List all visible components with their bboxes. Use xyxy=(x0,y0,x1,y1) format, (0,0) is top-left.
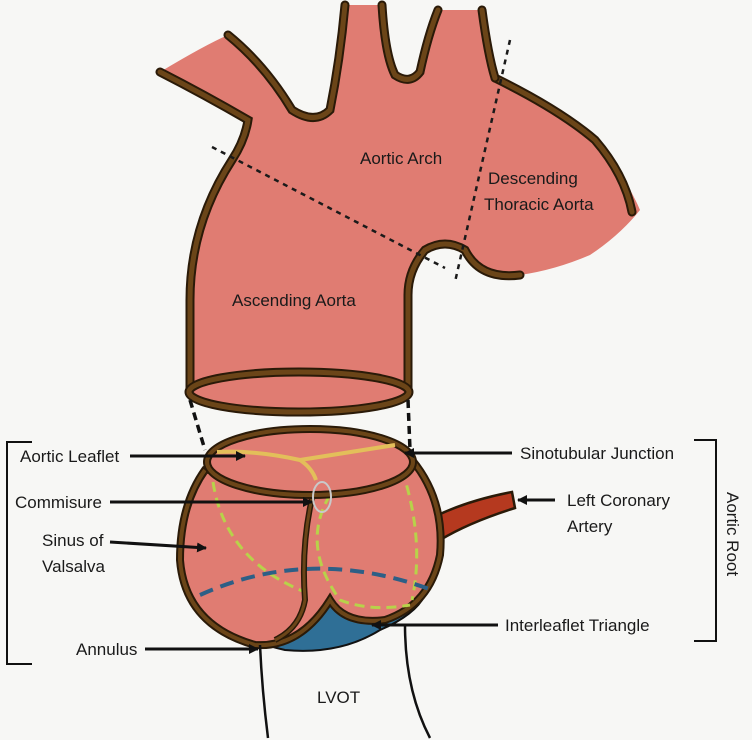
connector-left xyxy=(188,399,207,451)
arrow-sinus xyxy=(109,540,207,553)
label-descending-2: Thoracic Aorta xyxy=(484,195,594,214)
label-interleaflet-triangle: Interleaflet Triangle xyxy=(505,616,650,635)
annulus-dashed-line xyxy=(199,566,433,597)
descending-wall-core xyxy=(492,75,635,215)
label-annulus: Annulus xyxy=(76,640,137,659)
label-lvot: LVOT xyxy=(317,688,360,707)
leaflet-edge-right xyxy=(299,443,396,462)
left-bracket xyxy=(6,441,32,665)
label-left-coronary-2: Artery xyxy=(567,517,613,536)
right-bracket xyxy=(694,439,717,642)
label-aortic-root: Aortic Root xyxy=(723,492,742,576)
aorta-body xyxy=(160,5,640,394)
commisure-highlight xyxy=(312,481,332,513)
aorta-ring-core xyxy=(186,369,412,415)
sinotubular-ring-core xyxy=(205,427,415,497)
ascending-outer-wall-core xyxy=(405,241,523,393)
label-descending-1: Descending xyxy=(488,169,578,188)
leaflet-line-green-left xyxy=(211,481,306,594)
arch-division-line xyxy=(211,145,446,270)
lvot-wall-right xyxy=(403,624,432,739)
left-coronary-artery xyxy=(436,490,517,543)
descending-division-line xyxy=(453,39,512,283)
label-sinus-1: Sinus of xyxy=(42,531,104,550)
label-left-coronary-1: Left Coronary xyxy=(567,491,670,510)
aortic-root xyxy=(175,425,517,739)
branch-vessel-3-core xyxy=(479,7,498,81)
arch-inner-wall-core xyxy=(157,69,251,393)
root-bulb-core xyxy=(177,458,443,648)
label-aortic-arch: Aortic Arch xyxy=(360,149,442,168)
leaflet-line-green-right xyxy=(400,469,419,601)
label-ascending-aorta: Ascending Aorta xyxy=(232,291,356,310)
label-sinus-2: Valsalva xyxy=(42,557,106,576)
branch-vessel-2-core xyxy=(379,2,441,82)
connector-right xyxy=(406,399,412,451)
lvot-wall-left xyxy=(258,644,270,739)
branch-vessel-1-core xyxy=(225,2,348,120)
label-commisure: Commisure xyxy=(15,493,102,512)
label-aortic-leaflet: Aortic Leaflet xyxy=(20,447,119,466)
leaflet-edge-mid xyxy=(298,458,318,481)
label-sinotubular-junction: Sinotubular Junction xyxy=(520,444,674,463)
leaflet-edge-left xyxy=(216,449,301,462)
aorta xyxy=(155,0,640,417)
leaflet-line-green-mid xyxy=(315,494,411,610)
